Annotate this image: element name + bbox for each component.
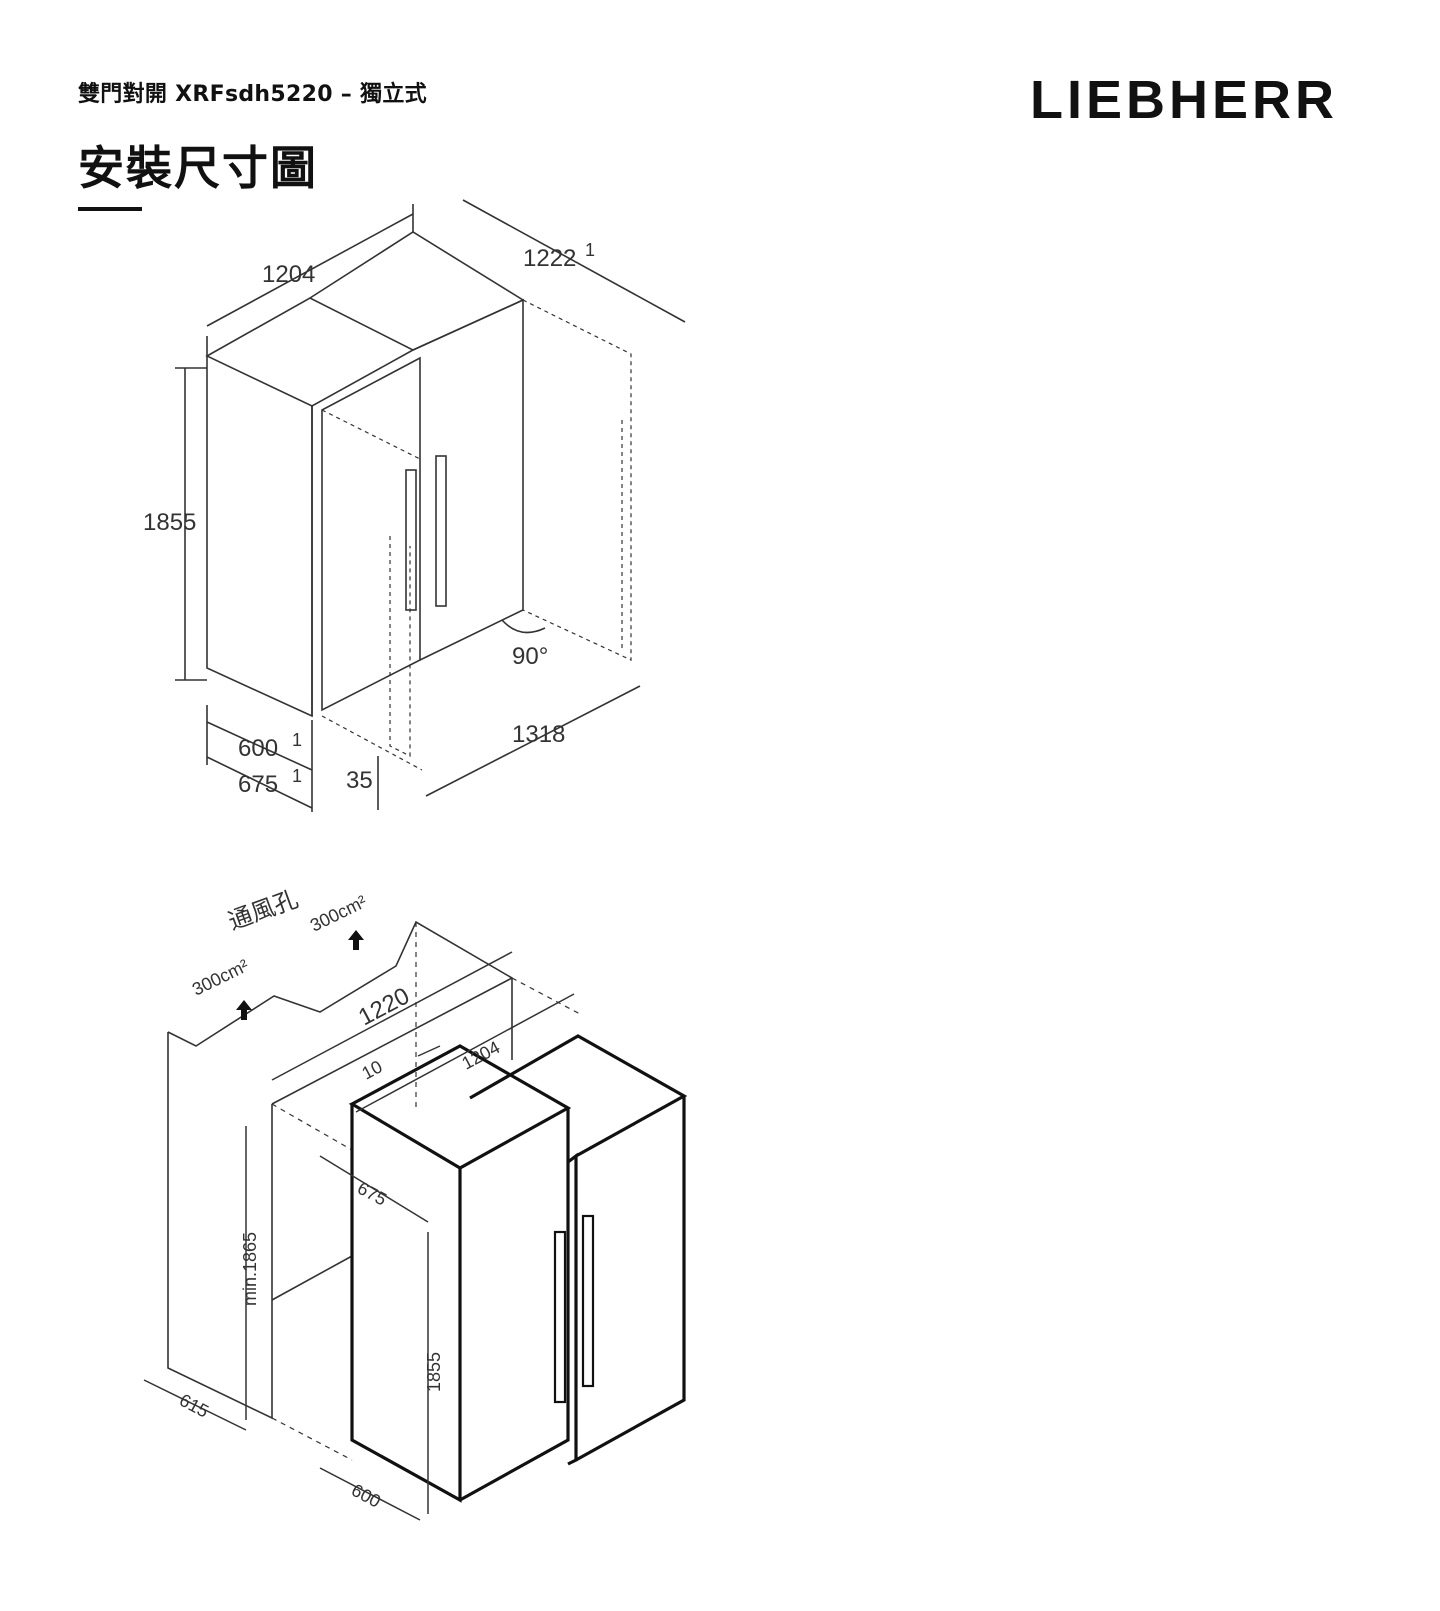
vent-label: 通風孔 bbox=[225, 886, 302, 936]
bottom-diagram bbox=[167, 920, 581, 1461]
vent-area-right: 300cm² bbox=[307, 891, 370, 935]
dim-niche-depth-615: 615 bbox=[176, 1390, 212, 1422]
dim-door-angle: 90° bbox=[512, 643, 548, 670]
footnote-mark-1222: 1 bbox=[585, 240, 595, 260]
vent-area-left: 300cm² bbox=[189, 955, 252, 999]
dim-niche-width-1220: 1220 bbox=[354, 982, 414, 1031]
svg-text:LIEBHERR: LIEBHERR bbox=[1030, 70, 1338, 128]
top-diagram bbox=[175, 199, 686, 812]
title-underline bbox=[78, 207, 142, 211]
dim-height-1855: 1855 bbox=[143, 509, 196, 536]
footnote-mark-675: 1 bbox=[292, 766, 302, 786]
vent-arrows bbox=[236, 930, 364, 1020]
dim-niche-height: min.1865 bbox=[240, 1232, 260, 1306]
dim-gap-35: 35 bbox=[346, 767, 373, 794]
footnote-mark-600: 1 bbox=[292, 730, 302, 750]
dim-depth-675-bottom: 675 bbox=[354, 1178, 390, 1210]
model-subtitle: 雙門對開 XRFsdh5220 – 獨立式 bbox=[78, 82, 427, 107]
bottom-appliance bbox=[348, 1034, 688, 1503]
dim-open-width-1318: 1318 bbox=[512, 721, 565, 748]
dim-height-1855-bottom: 1855 bbox=[424, 1352, 444, 1392]
dim-gap-10: 10 bbox=[358, 1056, 385, 1083]
liebherr-logo: LIEBHERR bbox=[1030, 70, 1338, 128]
dim-depth-675: 675 bbox=[238, 771, 278, 798]
page-title: 安裝尺寸圖 bbox=[78, 141, 318, 195]
dim-depth-600: 600 bbox=[238, 735, 278, 762]
dim-width-open-1222: 1222 bbox=[523, 245, 576, 272]
dim-width-1204: 1204 bbox=[262, 261, 315, 288]
